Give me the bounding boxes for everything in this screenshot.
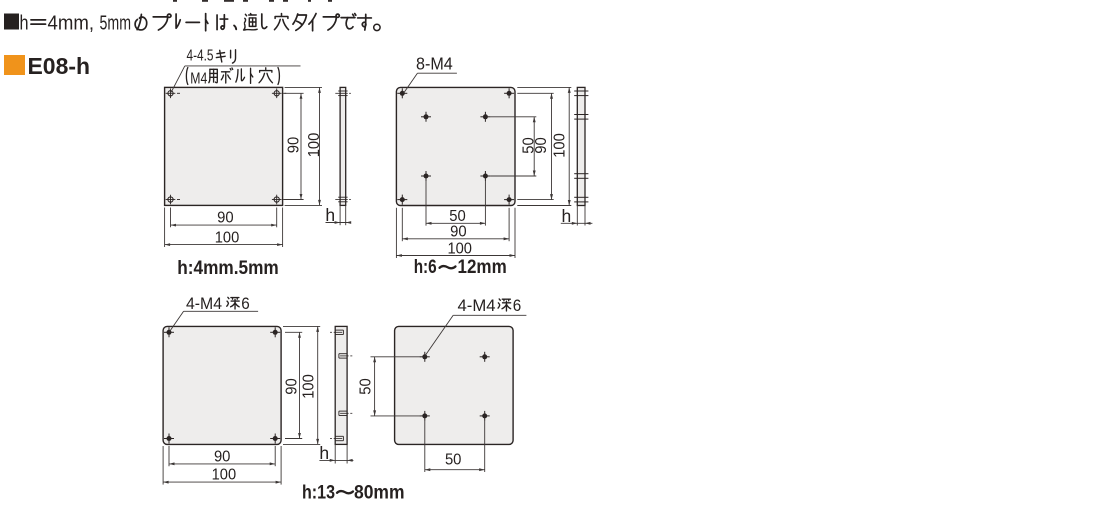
svg-text:50: 50 [445, 452, 462, 469]
svg-text:50: 50 [521, 137, 538, 154]
svg-text:50: 50 [358, 378, 375, 395]
svg-text:h: h [562, 206, 572, 226]
svg-text:90: 90 [217, 209, 234, 226]
svg-text:h:6: h:6 [414, 257, 437, 278]
svg-text:h: h [20, 12, 29, 34]
svg-text:80mm: 80mm [354, 483, 405, 504]
svg-text:4-M4: 4-M4 [458, 297, 496, 315]
svg-text:90: 90 [214, 448, 231, 465]
svg-text:6: 6 [513, 297, 522, 315]
svg-text:E08-h: E08-h [28, 53, 91, 79]
svg-text:100: 100 [300, 374, 317, 399]
svg-text:4mm,: 4mm, [48, 12, 95, 34]
svg-text:5mm: 5mm [100, 12, 132, 34]
svg-text:4-4.5: 4-4.5 [187, 48, 214, 65]
svg-text:100: 100 [552, 133, 569, 158]
svg-text:90: 90 [533, 137, 550, 154]
svg-text:h: h [319, 443, 329, 463]
svg-text:h: h [325, 205, 335, 225]
svg-text:90: 90 [284, 378, 301, 395]
svg-text:100: 100 [212, 467, 237, 484]
svg-text:h:13: h:13 [302, 483, 335, 504]
svg-text:4-M4: 4-M4 [186, 295, 222, 313]
svg-text:12mm: 12mm [458, 257, 507, 278]
svg-text:100: 100 [306, 132, 323, 157]
svg-text:100: 100 [215, 229, 240, 246]
svg-text:h:4mm.5mm: h:4mm.5mm [177, 258, 279, 279]
svg-text:6: 6 [241, 295, 250, 313]
svg-text:90: 90 [450, 224, 467, 241]
svg-text:50: 50 [449, 208, 466, 225]
svg-text:90: 90 [285, 136, 302, 153]
svg-text:M4: M4 [190, 70, 207, 87]
svg-text:8-M4: 8-M4 [416, 54, 453, 74]
svg-text:100: 100 [447, 240, 472, 257]
